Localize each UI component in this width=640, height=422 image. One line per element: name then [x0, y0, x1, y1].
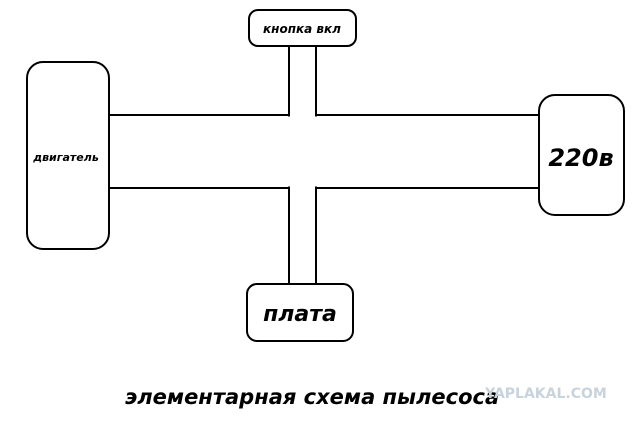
board-block: плата — [246, 283, 354, 342]
motor-label: двигатель — [32, 151, 99, 164]
board-label: плата — [263, 302, 337, 327]
power-label: 220в — [548, 144, 613, 172]
watermark: YAPLAKAL.COM — [484, 386, 607, 402]
wires — [104, 39, 546, 293]
button-label: кнопка вкл — [263, 22, 341, 36]
button-block: кнопка вкл — [248, 9, 357, 47]
motor-block: двигатель — [26, 61, 110, 250]
diagram-caption: элементарная схема пылесоса — [125, 385, 499, 409]
power-block: 220в — [538, 94, 625, 216]
